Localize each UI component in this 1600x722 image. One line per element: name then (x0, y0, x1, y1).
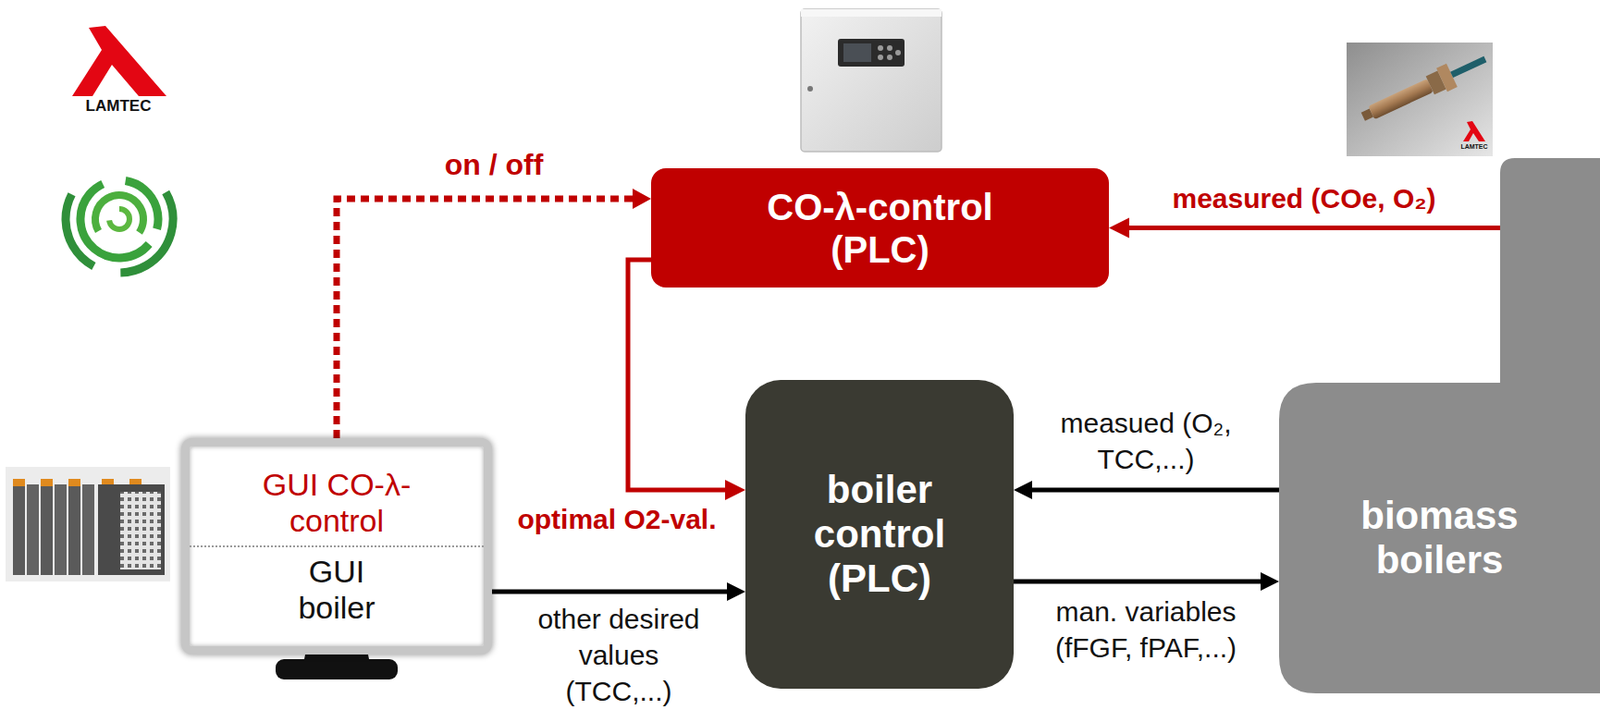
lambda-sensor (1346, 42, 1493, 157)
monitor-base (275, 659, 398, 680)
plc-module (82, 484, 95, 576)
edge-label: man. variables (fFGF, fPAF,...) (1034, 593, 1257, 666)
cabinet-button (877, 45, 884, 51)
sensor-cable (1450, 56, 1487, 78)
logo-ring (86, 185, 152, 252)
sensor-body (1367, 78, 1433, 120)
hardware-background (5, 467, 171, 582)
plc-module (54, 484, 67, 576)
plc-terminals (120, 492, 161, 570)
connector (1013, 572, 1280, 591)
plc-connector (12, 479, 25, 487)
node-content: biomass boilers (1279, 382, 1600, 694)
logo-ring (46, 146, 193, 293)
plc-module (40, 484, 53, 576)
edge-label: optimal O2-val. (516, 501, 716, 538)
edge-label: other desired values (TCC,...) (530, 601, 707, 710)
node-text: GUI CO-λ-control (233, 467, 442, 540)
plc-connector (40, 479, 53, 487)
plc-connector (68, 479, 81, 487)
connector-line (1013, 579, 1261, 585)
node-text: biomass boilers (1333, 493, 1547, 584)
connector (492, 582, 746, 602)
arrow-head (726, 582, 746, 602)
plc-module (26, 484, 39, 576)
cabinet-display (837, 38, 905, 67)
cabinet-button (877, 54, 884, 61)
node-content: CO-λ-control (PLC) (651, 168, 1109, 288)
boiler-plant: biomass boilers (1279, 158, 1600, 694)
logo-ring (64, 164, 174, 274)
connector-line (336, 198, 633, 439)
plc-hardware (5, 467, 171, 582)
plc-box: CO-λ-control (PLC) (651, 168, 1109, 288)
cabinet-lock (807, 86, 813, 92)
arrow-head (1013, 480, 1033, 500)
plc-module (98, 484, 165, 576)
connector (627, 259, 746, 501)
plc-box: boiler control (PLC) (745, 380, 1014, 690)
connector-line (1032, 488, 1280, 493)
green-logo (46, 146, 193, 293)
cabinet-button (886, 54, 893, 61)
connector-line (627, 259, 726, 491)
arrow-head (725, 480, 746, 501)
gui-monitor: GUI CO-λ-controlGUI boiler (181, 438, 493, 655)
edge-label: on / off (444, 146, 544, 185)
cabinet-lid (800, 9, 942, 17)
connector (336, 188, 652, 439)
arrow-head (632, 188, 652, 210)
sensor-background (1346, 42, 1493, 157)
cabinet-button (886, 45, 893, 51)
node-content: GUI CO-λ-controlGUI boiler (189, 446, 484, 647)
boiler-shape (1279, 158, 1600, 694)
node-content: boiler control (PLC) (745, 380, 1014, 690)
logo-text: LAMTEC (1460, 143, 1488, 150)
sensor-nut (1436, 63, 1458, 92)
plc-module (12, 484, 25, 576)
connector-line (1129, 225, 1501, 231)
arrow-head (1260, 572, 1280, 591)
lamtec-logo (72, 25, 167, 97)
node-text: GUI boiler (288, 553, 386, 627)
cabinet-screen (843, 43, 872, 62)
logo-ring (109, 209, 130, 230)
edge-label: measued (O₂, TCC,...) (1034, 405, 1257, 478)
connector (1013, 480, 1280, 500)
node-text: CO-λ-control (PLC) (746, 185, 1015, 271)
logo-shape (72, 25, 167, 97)
arrow-head (1108, 218, 1130, 239)
cabinet-body (800, 9, 942, 152)
sensor-probe (1357, 48, 1491, 129)
logo-text: LAMTEC (86, 98, 152, 114)
connector (1108, 218, 1501, 239)
edge-label: measured (COe, O₂) (1171, 180, 1436, 217)
small-logo-shape (1463, 121, 1486, 142)
control-cabinet (800, 9, 942, 152)
plc-module (68, 484, 81, 576)
boiler-outline (1279, 158, 1600, 694)
connector-line (492, 590, 727, 595)
node-text: boiler control (PLC) (773, 467, 986, 603)
dotted-separator (189, 545, 484, 548)
cabinet-button (895, 49, 901, 56)
